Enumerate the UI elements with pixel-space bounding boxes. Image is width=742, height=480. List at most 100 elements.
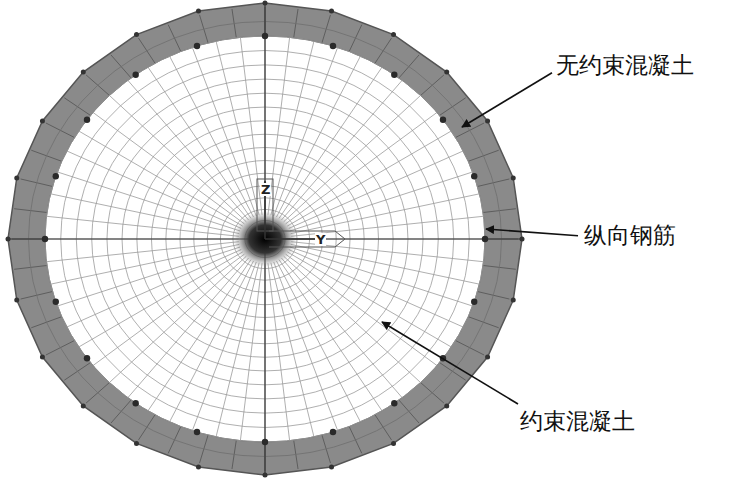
node-dot — [196, 464, 201, 469]
fiber-line — [192, 262, 256, 431]
fiber-line — [46, 216, 238, 236]
fiber-line — [281, 258, 402, 398]
node-dot — [263, 473, 268, 478]
node-dot — [40, 119, 45, 124]
fiber-line — [240, 37, 262, 215]
fiber-line — [148, 67, 251, 218]
node-dot — [511, 298, 516, 303]
rebar-dot — [53, 299, 59, 305]
node-dot — [520, 237, 525, 242]
axis-label: Z — [260, 183, 271, 196]
fiber-line — [51, 244, 240, 284]
node-dot — [14, 298, 19, 303]
node-dot — [81, 70, 86, 75]
node-dot — [134, 441, 139, 446]
fiber-line — [287, 131, 451, 226]
rebar-dot — [471, 173, 477, 179]
fiber-line — [274, 262, 338, 431]
fiber-line — [291, 244, 480, 284]
fiber-line — [170, 56, 254, 217]
fiber-line — [93, 254, 244, 365]
fiber-line — [216, 41, 259, 215]
fiber-line — [57, 247, 240, 306]
rebar-dot — [132, 72, 138, 78]
axis-line — [10, 238, 520, 239]
node-dot — [14, 175, 19, 180]
fiber-line — [109, 256, 246, 382]
rebar-dot — [391, 72, 397, 78]
fiber-line — [128, 258, 249, 398]
node-dot — [444, 70, 449, 75]
fiber-line — [281, 80, 402, 220]
rebar-dot — [391, 400, 397, 406]
fiber-line — [290, 172, 473, 231]
leader-arrow — [462, 73, 552, 127]
node-dot — [329, 464, 334, 469]
fiber-line — [271, 263, 314, 437]
node-dot — [40, 355, 45, 360]
node-dot — [329, 9, 334, 14]
fiber-line — [289, 250, 463, 328]
fiber-line — [192, 47, 256, 216]
node-dot — [134, 32, 139, 37]
fiber-line — [276, 261, 360, 422]
rebar-dot — [132, 400, 138, 406]
fiber-line — [279, 67, 382, 218]
fiber-line — [67, 250, 241, 328]
fiber-line — [109, 95, 246, 221]
rebar-dot — [194, 429, 200, 435]
fiber-line — [79, 131, 243, 226]
cover-ring — [8, 3, 522, 475]
rebar-dot — [440, 116, 446, 122]
fiber-line — [79, 252, 243, 347]
rebar-dot — [84, 116, 90, 122]
fiber-line — [128, 80, 249, 220]
fiber-line — [46, 242, 238, 262]
node-dot — [6, 237, 11, 242]
callout-label: 约束混凝土 — [520, 408, 635, 436]
fiber-line — [93, 112, 244, 223]
rebar-dot — [262, 33, 268, 39]
node-dot — [263, 1, 268, 6]
fiber-line — [268, 263, 290, 441]
fiber-line — [289, 151, 463, 229]
fiber-line — [284, 95, 421, 221]
fiber-line — [291, 194, 480, 234]
fiber-line — [284, 256, 421, 382]
fiber-line — [286, 112, 437, 223]
rebar-dot — [84, 355, 90, 361]
rebar-dot — [53, 173, 59, 179]
fiber-line — [287, 252, 451, 347]
fiber-line — [274, 47, 338, 216]
leader-arrow — [382, 322, 518, 404]
rebar-dot — [194, 43, 200, 49]
rebar-dot — [471, 299, 477, 305]
fiber-line — [276, 56, 360, 217]
fiber-line — [279, 260, 382, 411]
node-dot — [444, 403, 449, 408]
node-dot — [391, 441, 396, 446]
node-dot — [485, 119, 490, 124]
fiber-line — [170, 261, 254, 422]
rebar-dot — [482, 236, 488, 242]
fiber-line — [148, 260, 251, 411]
rebar-dot — [262, 439, 268, 445]
fiber-line — [271, 41, 314, 215]
fiber-line — [57, 172, 240, 231]
callout-label: 纵向钢筋 — [584, 222, 676, 250]
node-dot — [81, 403, 86, 408]
node-dot — [511, 175, 516, 180]
node-dot — [391, 32, 396, 37]
node-dot — [196, 9, 201, 14]
fiber-line — [67, 151, 241, 229]
rebar-dot — [330, 429, 336, 435]
fiber-line — [51, 194, 240, 234]
callout-label: 无约束混凝土 — [556, 52, 694, 80]
fiber-line — [290, 247, 473, 306]
fiber-line — [216, 263, 259, 437]
fiber-line — [286, 254, 437, 365]
node-dot — [485, 355, 490, 360]
leader-arrow — [486, 229, 578, 236]
rebar-dot — [42, 236, 48, 242]
